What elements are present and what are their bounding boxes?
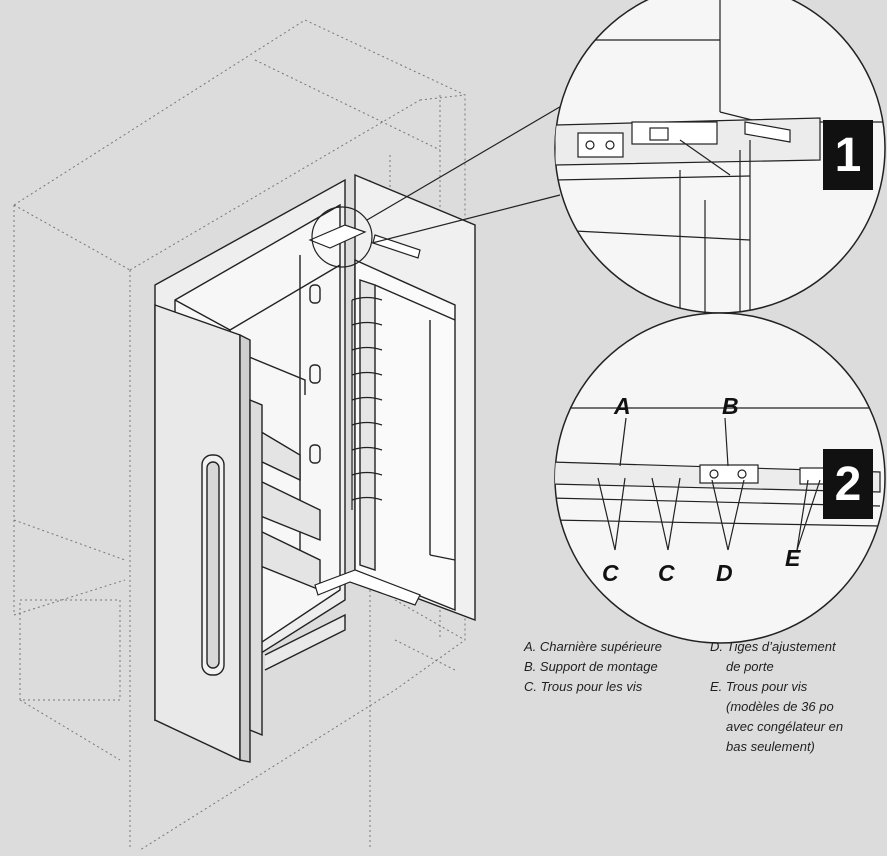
step-2-badge: 2 <box>823 449 873 519</box>
top-hinge <box>308 224 421 259</box>
detail-circle-1 <box>554 0 886 314</box>
legend-right: D. Tiges d’ajustement de porte E. Trous … <box>710 637 843 757</box>
callout-c-2: C <box>658 560 675 586</box>
zoom-leader <box>311 97 576 268</box>
callout-b: B <box>722 393 739 419</box>
left-door <box>154 304 263 763</box>
legend-item-d-cont: de porte <box>726 659 774 674</box>
callout-e: E <box>785 545 801 571</box>
legend-item-e-cont-1: (modèles de 36 po <box>726 699 834 714</box>
callout-a: A <box>614 393 631 419</box>
callout-d: D <box>716 560 733 586</box>
bottom-hinge <box>314 569 421 606</box>
legend-item-e-cont-2: avec congélateur en <box>726 719 844 734</box>
door-shelves <box>351 296 383 510</box>
callout-c-1: C <box>602 560 619 586</box>
legend-item-e: E. Trous pour vis <box>710 679 808 694</box>
legend-item-c: C. Trous pour les vis <box>524 679 643 694</box>
legend-item-b: B. Support de montage <box>524 659 658 674</box>
legend-item-e-cont-3: bas seulement) <box>726 739 815 754</box>
legend-left: A. Charnière supérieure B. Support de mo… <box>524 637 662 697</box>
legend-item-a: A. Charnière supérieure <box>524 639 663 654</box>
right-door <box>354 173 476 622</box>
step-1-badge: 1 <box>823 120 873 190</box>
detail-circle-2 <box>554 312 886 644</box>
legend-item-d: D. Tiges d’ajustement <box>710 639 836 654</box>
